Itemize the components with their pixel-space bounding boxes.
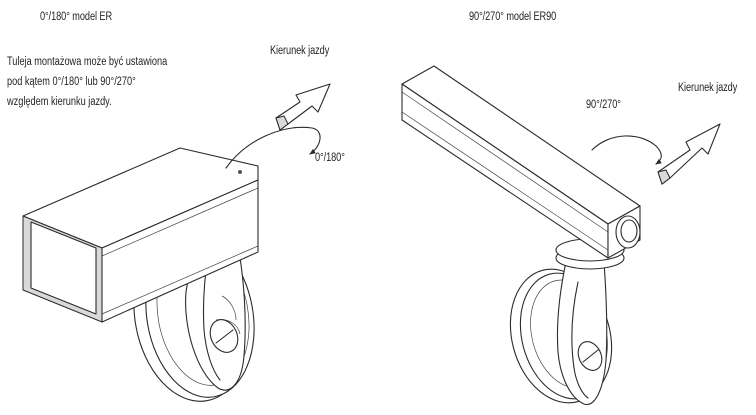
left-rotation-arc: [225, 126, 321, 169]
right-caster-fork: [556, 261, 608, 405]
right-angle-label: 90°/270°: [586, 99, 621, 111]
right-mounting-tube: [401, 65, 641, 259]
mounting-note-line-2: pod kątem 0°/180° lub 90°/270°: [7, 76, 136, 88]
right-model-title: 90°/270° model ER90: [469, 11, 557, 23]
mounting-note: Tuleja montażowa może być ustawiona pod …: [7, 52, 207, 112]
left-angle-label: 0°/180°: [315, 152, 345, 164]
right-rotation-arc: [591, 135, 662, 165]
left-direction-arrow: [275, 83, 331, 131]
right-direction-label: Kierunek jazdy: [678, 82, 738, 94]
left-direction-label: Kierunek jazdy: [270, 45, 330, 57]
left-model-title: 0°/180° model ER: [40, 11, 113, 23]
mounting-note-line-1: Tuleja montażowa może być ustawiona: [7, 56, 168, 68]
left-mounting-tube: [22, 147, 259, 323]
right-direction-arrow: [657, 123, 721, 185]
mounting-note-line-3: względem kierunku jazdy.: [7, 96, 112, 108]
